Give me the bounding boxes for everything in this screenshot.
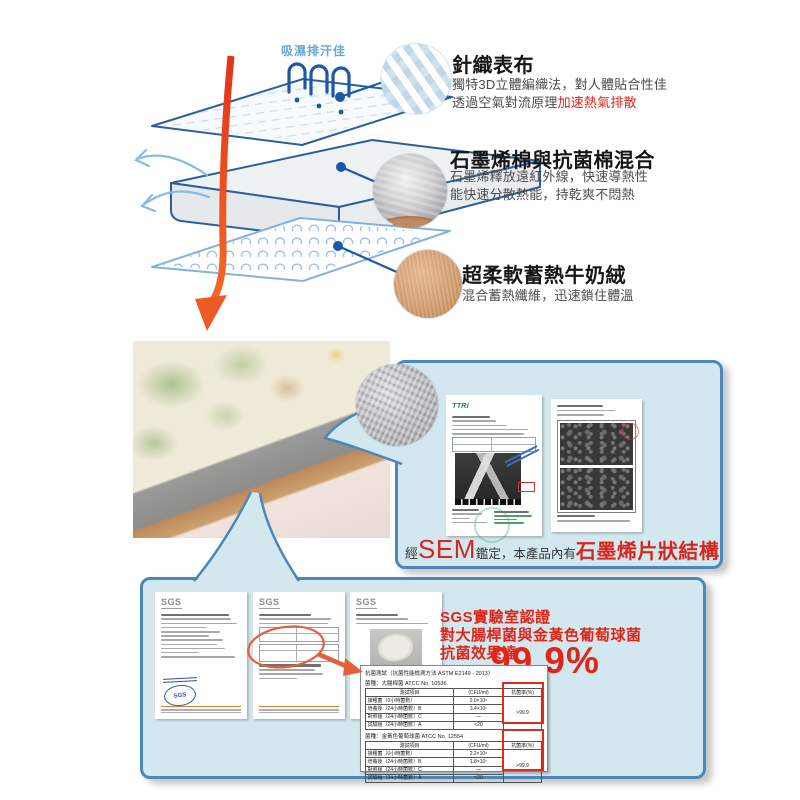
sgs-logo: SGS [259,597,280,609]
test-sample-photo [370,629,422,668]
sem-image-top [560,422,633,465]
report-mini-table [452,437,536,453]
sem-image-bottom [560,467,633,510]
strain-label: 菌種：金黃色葡萄球菌 ATCC No. 12554 [365,733,464,740]
report-mini-table [259,626,339,642]
milk-velvet-photo-circle [394,250,462,318]
airflow-arrows-icon [134,148,211,213]
fabric-layers-photo [133,341,390,538]
desc-line: 能快速分散熱能，持乾爽不悶熱 [450,187,635,202]
highlight-text: 加速熱氣排散 [557,95,637,110]
desc-line: 獨特3D立體編織法，對人體貼合性佳 [452,77,668,92]
callout-desc-velvet: 混合蓄熱纖維，迅速鎖住體溫 [462,287,634,305]
report-mini-table [259,643,339,662]
sgs-report-2: SGS [253,592,345,719]
caption-sem: SEM [418,534,476,564]
graphene-fabric-closeup-circle [356,364,438,446]
heat-flow-arrow-icon [195,55,235,331]
sgs-report-1: SGS SGS [155,592,247,719]
report-text-lines [551,405,642,416]
caption-highlight: 石墨烯片狀結構 [575,541,720,563]
callout-desc-knit: 獨特3D立體編織法，對人體貼合性佳 透過空氣對流原理加速熱氣排散 [452,76,667,112]
result-table-title: 抗菌測試（抗菌性能檢測方法 ASTM E2149 - 2013） [365,671,494,677]
strain-label: 菌種：大腸桿菌 ATCC No. 10536 [365,681,447,687]
antibacterial-claim: SGS實驗室認證 對大腸桿菌與金黃色葡萄球菌 抗菌效果達 [440,609,642,663]
moisture-arrows-icon [287,62,351,115]
sem-fiber-image [455,453,521,505]
sem-image-frame [557,419,636,513]
ttri-report-document: TTRI [446,395,542,548]
desc-line: 透過空氣對流原理加速熱氣排散 [452,95,637,110]
claim-line: SGS實驗室認證 [440,609,551,626]
report-text-lines [446,415,542,435]
moisture-label: 吸濕排汗佳 [281,44,347,58]
callout-title-knit: 針織表布 [452,55,534,77]
report-text-lines [155,613,247,658]
sgs-logo: SGS [161,597,182,609]
result-table-staph: 測試項目(CFU/ml)抗菌率(%) 接種菌（0小時菌數）2.2×10⁵>99.… [365,740,542,783]
report-footer [259,706,339,715]
sem-certificate-panel: TTRI 經 SEM 鑑定，本產品內有 石墨烯片狀結構 [395,360,723,569]
claim-line: 抗菌效果達 [440,645,518,662]
antibacterial-result-table: 抗菌測試（抗菌性能檢測方法 ASTM E2149 - 2013） 菌種：大腸桿菌… [360,665,548,783]
sem-caption: 經 SEM 鑑定，本產品內有 石墨烯片狀結構 [405,534,719,565]
red-mark-box [518,482,535,492]
report-green-lines [488,509,540,526]
sem-images-document [551,399,642,532]
knit-fabric-photo-circle [381,44,451,114]
sgs-certificate-panel: SGS SGS SGS SGS SGS實驗室認證 對大腸桿菌與金黃色葡萄球菌 抗… [140,577,706,783]
report-text-lines [446,506,496,526]
claim-line: 對大腸桿菌與金黃色葡萄球菌 [440,627,642,644]
report-text-lines [253,613,345,625]
result-table-ecoli: 測試項目(CFU/ml)抗菌率(%) 接種菌（0小時菌數）2.0×10⁵>99.… [365,687,542,730]
caption-text: 鑑定，本產品內有 [475,547,576,561]
report-caption-lines [551,515,642,522]
sgs-round-stamp: SGS [162,683,198,708]
report-footer [161,706,241,715]
ttri-logo: TTRI [452,401,469,410]
sgs-logo: SGS [356,597,377,609]
caption-text: 經 [405,546,419,561]
report-text-lines [253,664,345,680]
callout-title-velvet: 超柔軟蓄熱牛奶絨 [462,265,626,287]
red-highlight-box-2 [502,729,544,771]
desc-line: 石墨烯釋放遠紅外線，快速導熱性 [450,169,649,184]
signature-scribble [162,676,198,685]
callout-desc-graphene: 石墨烯釋放遠紅外線，快速導熱性 能快速分散熱能，持乾爽不悶熱 [450,168,648,204]
desc-line: 混合蓄熱纖維，迅速鎖住體溫 [462,288,634,303]
report-text-lines [350,613,442,625]
red-highlight-box-1 [502,682,544,724]
graphene-cotton-photo-circle [373,154,447,228]
